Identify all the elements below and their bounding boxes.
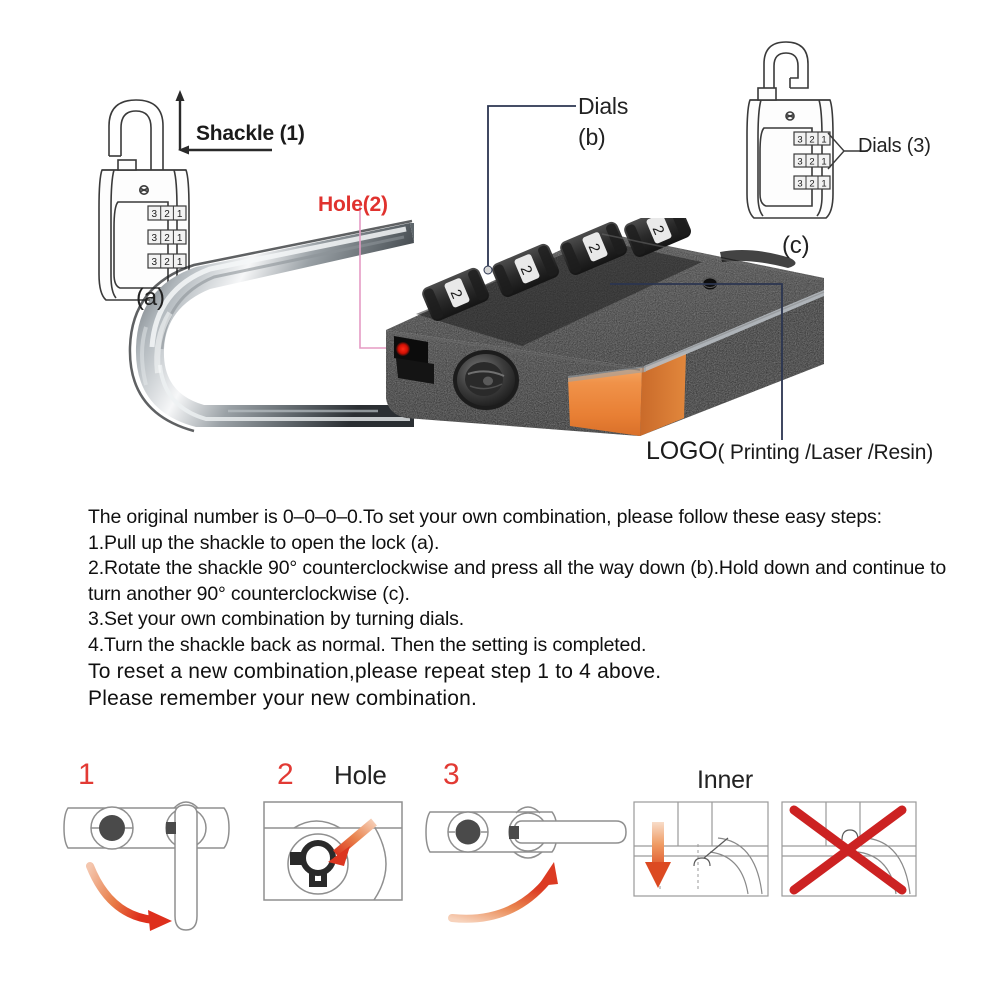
shackle-label: Shackle (1)	[196, 122, 305, 145]
step-2-number: 2	[277, 758, 294, 791]
instruction-line-4: 4.Turn the shackle back as normal. Then …	[88, 633, 647, 656]
dial-strip-group-a: 3 2 1 3 2 1 3 2 1	[147, 205, 187, 269]
inner-incorrect-diagram	[781, 801, 917, 897]
instruction-line-0: The original number is 0–0–0–0.To set yo…	[88, 506, 882, 528]
dials-b-sublabel: (b)	[578, 124, 606, 150]
svg-text:3: 3	[797, 156, 802, 167]
step-3-number: 3	[443, 758, 460, 791]
hole-highlight-dot	[396, 342, 410, 356]
svg-text:2: 2	[164, 257, 170, 268]
svg-text:2: 2	[809, 178, 814, 189]
logo-leader-line	[610, 283, 783, 440]
svg-text:3: 3	[152, 209, 158, 220]
logo-label: LOGO( Printing /Laser /Resin)	[646, 437, 933, 466]
instruction-line-1: 1.Pull up the shackle to open the lock (…	[88, 531, 440, 554]
svg-text:3: 3	[152, 233, 158, 244]
step-2-diagram	[263, 801, 403, 901]
red-cross-icon	[789, 805, 907, 895]
step-1-number: 1	[78, 758, 95, 791]
hole-caption: Hole	[334, 760, 387, 790]
svg-text:1: 1	[177, 209, 183, 220]
view-c-label: (c)	[782, 232, 810, 259]
dial-strip-group-c: 3 2 1 3 2 1 3 2 1	[793, 131, 831, 190]
inner-correct-diagram	[633, 801, 769, 897]
step-3-diagram	[425, 806, 627, 923]
svg-text:2: 2	[164, 233, 170, 244]
hole-label: Hole(2)	[318, 193, 388, 216]
padlock-line-drawing-c: 3 2 1 3 2 1 3 2 1	[746, 41, 834, 219]
svg-text:1: 1	[177, 257, 183, 268]
inner-caption: Inner	[697, 766, 753, 794]
top-diagram-section: 3 2 1 3 2 1 3 2 1	[0, 0, 1000, 480]
logo-label-main: LOGO	[646, 437, 718, 465]
svg-text:3: 3	[797, 134, 802, 145]
instruction-line-6: Please remember your new combination.	[88, 687, 478, 710]
step-1-diagram	[63, 801, 230, 931]
logo-label-detail: ( Printing /Laser /Resin)	[717, 441, 934, 464]
dials-b-leader-line	[483, 105, 576, 275]
chrome-shackle-photo	[128, 219, 414, 433]
svg-text:1: 1	[821, 178, 826, 189]
svg-text:2: 2	[809, 156, 814, 167]
svg-text:1: 1	[821, 156, 826, 167]
svg-text:3: 3	[797, 178, 802, 189]
black-padlock-photo: 2 2 2	[386, 218, 825, 436]
view-a-label: (a)	[136, 284, 165, 311]
instruction-line-3: 3.Set your own combination by turning di…	[88, 608, 465, 630]
svg-text:3: 3	[152, 257, 158, 268]
svg-text:1: 1	[821, 134, 826, 145]
dials-3-label: Dials (3)	[858, 135, 931, 157]
svg-text:2: 2	[809, 134, 814, 145]
instruction-text-block: The original number is 0–0–0–0.To set yo…	[88, 505, 960, 712]
dials-label: Dials	[578, 93, 629, 119]
svg-text:2: 2	[164, 209, 170, 220]
instruction-line-2: 2.Rotate the shackle 90° counterclockwis…	[88, 557, 947, 605]
instruction-line-5: To reset a new combination,please repeat…	[88, 660, 662, 683]
svg-text:1: 1	[177, 233, 183, 244]
shackle-knob	[453, 350, 519, 410]
dials-3-leader-line	[827, 132, 868, 170]
shackle-arrow-indicator	[175, 90, 272, 155]
